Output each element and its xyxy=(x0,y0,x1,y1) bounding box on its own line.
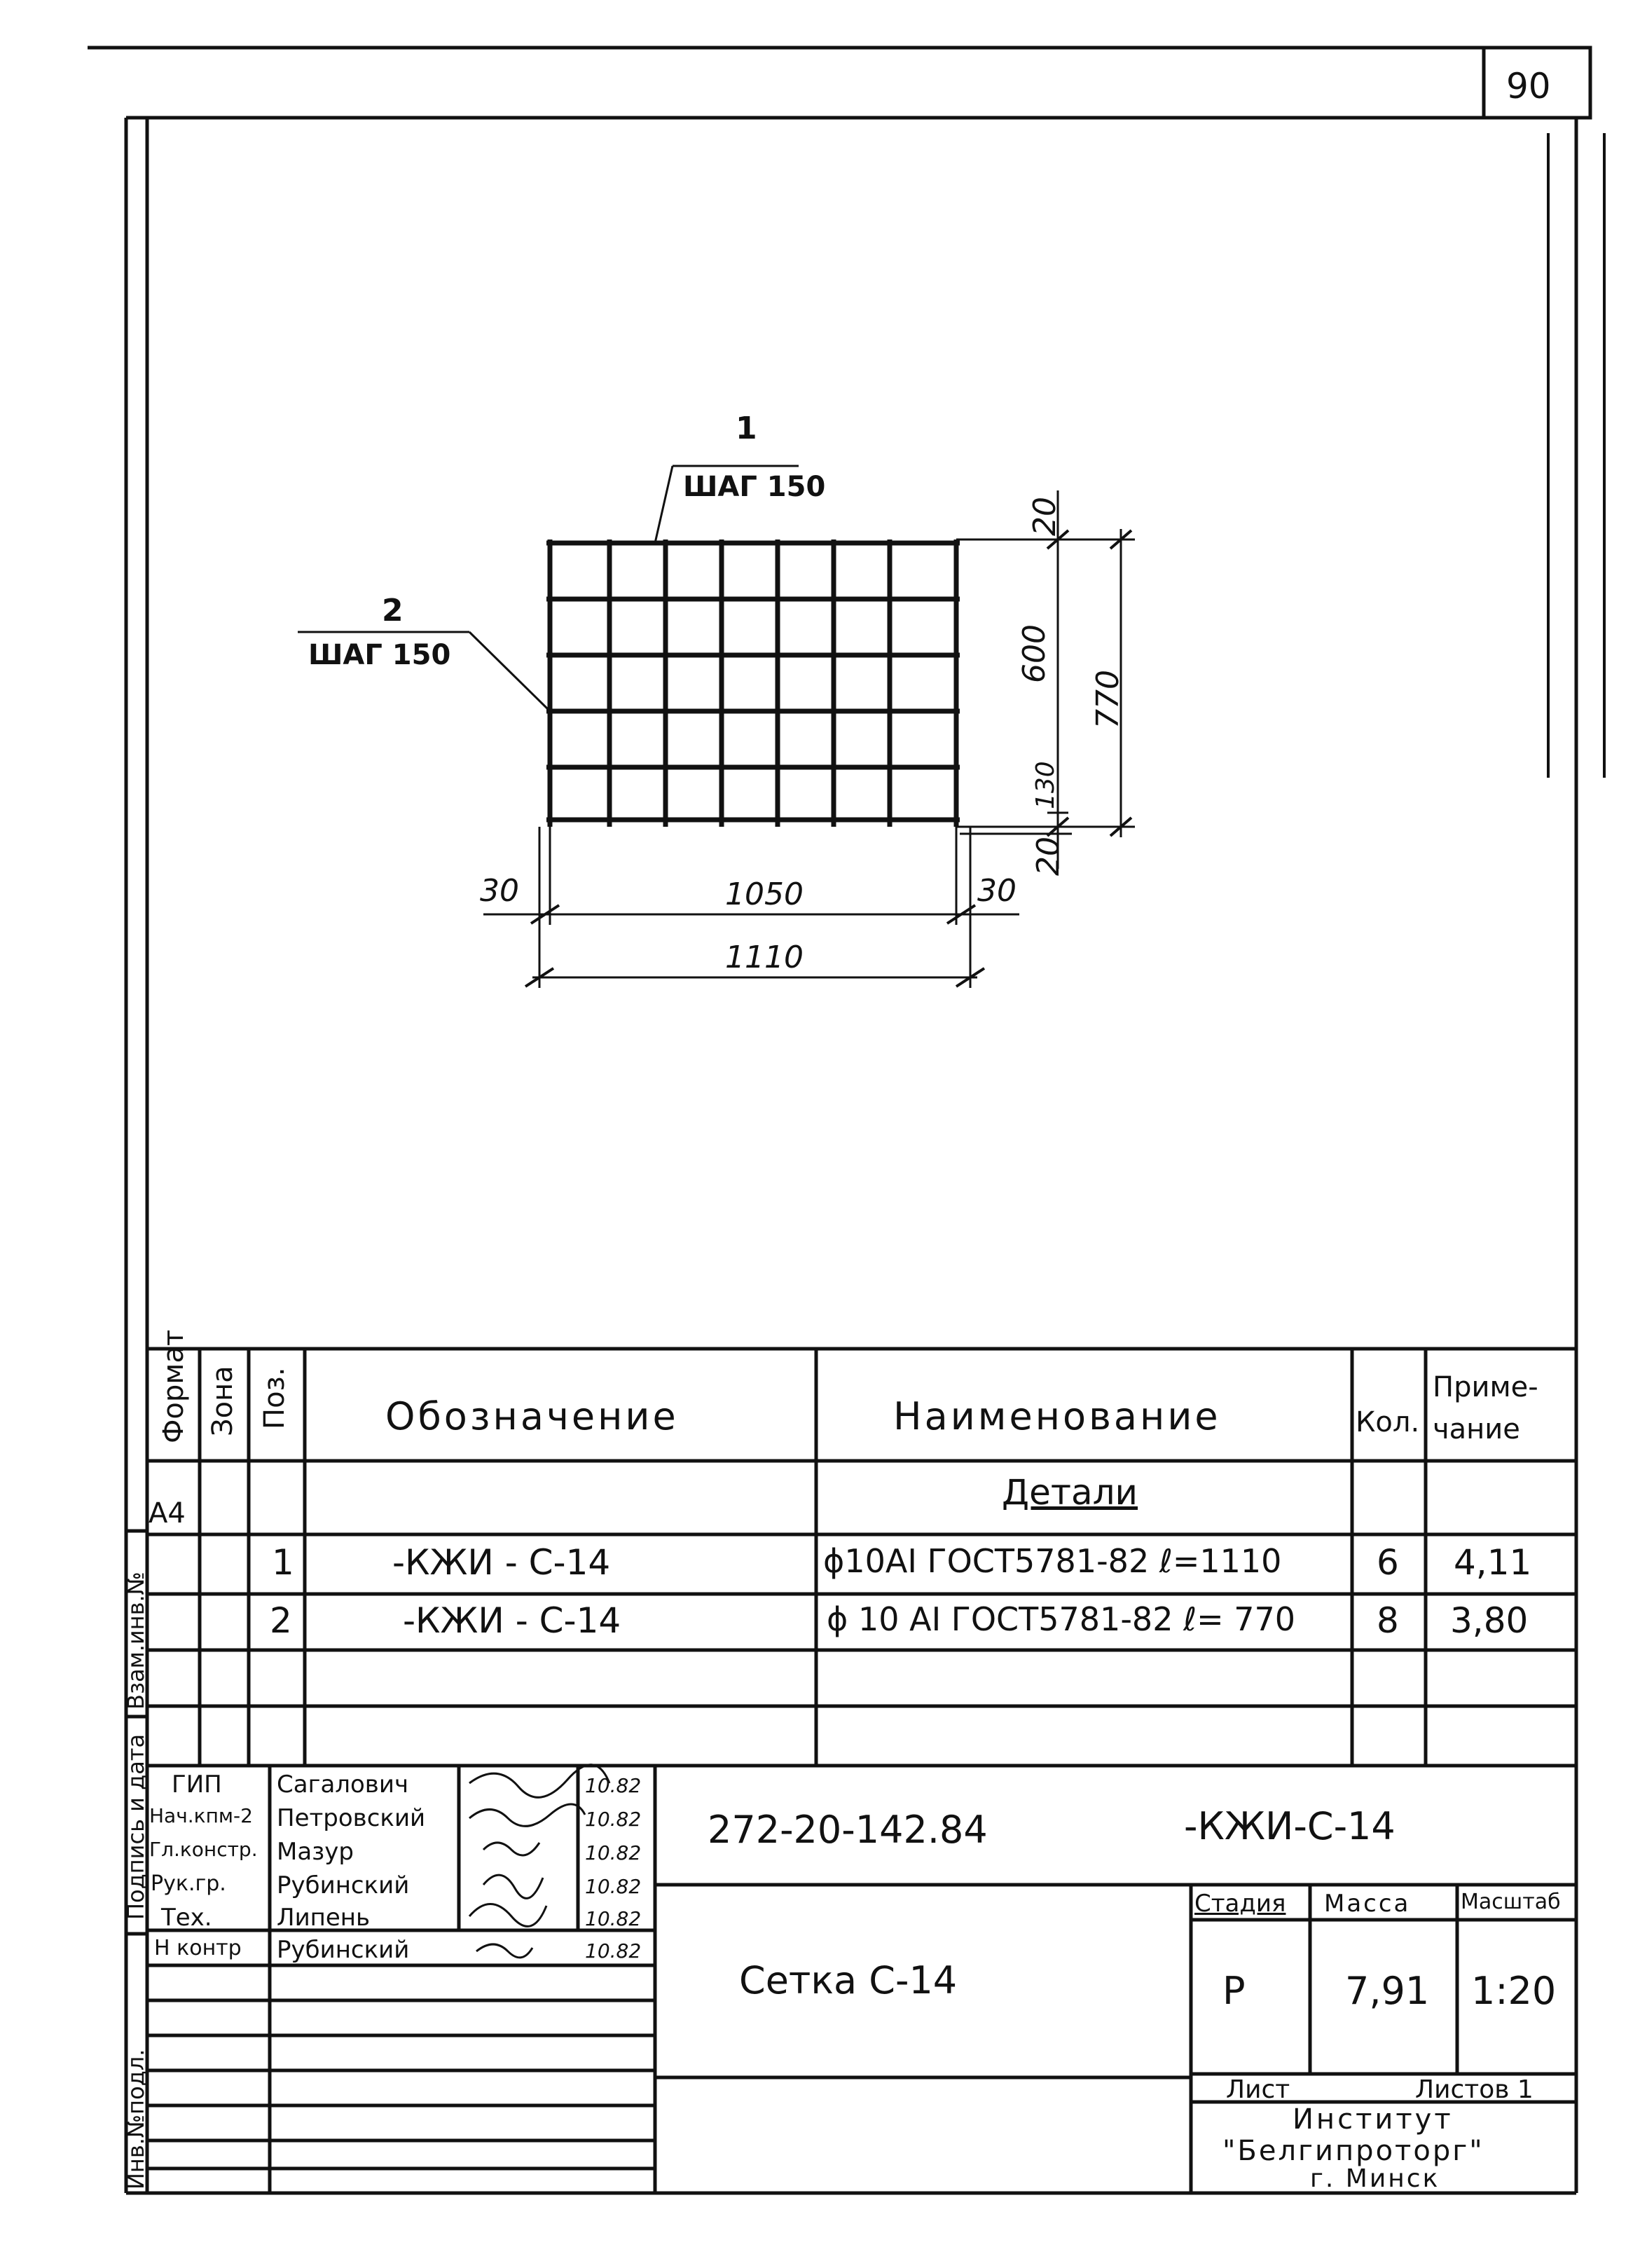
row1-name: ϕ10АI ГОСТ5781-82 ℓ=1110 xyxy=(823,1542,1282,1580)
org-line2: "Белгипроторг" xyxy=(1222,2135,1484,2167)
side-label-inv: Инв.№подл. xyxy=(123,2049,149,2190)
date-2: 10.82 xyxy=(585,1841,642,1864)
name-5: Рубинский xyxy=(277,1936,410,1964)
mass-label: Масса xyxy=(1324,1890,1411,1918)
org-line1: Институт xyxy=(1293,2103,1454,2136)
name-2: Мазур xyxy=(277,1838,354,1866)
row1-pos: 1 xyxy=(272,1542,294,1583)
role-1: Нач.кпм-2 xyxy=(149,1804,253,1827)
header-note-line2: чание xyxy=(1433,1413,1520,1445)
side-label-podpis: Подпись и дата xyxy=(123,1733,149,1920)
name-3: Рубинский xyxy=(277,1871,410,1899)
bar2-step: ШАГ 150 xyxy=(308,639,451,671)
sheet-number: 90 xyxy=(1506,66,1551,106)
side-label-vzam: Взам.инв.№ xyxy=(123,1572,149,1710)
row2-designation: -КЖИ - С-14 xyxy=(403,1600,621,1641)
dim-bottom-gap: 130 xyxy=(1031,761,1060,809)
section-title: Детали xyxy=(1002,1472,1138,1513)
row2-note: 3,80 xyxy=(1450,1600,1529,1641)
item-title: Сетка С-14 xyxy=(739,1958,958,2002)
dim-total-width: 1110 xyxy=(725,940,804,975)
dim-bottom: 20 xyxy=(1031,837,1066,876)
dimension-lines xyxy=(298,465,1135,988)
header-designation: Обозначение xyxy=(385,1394,679,1438)
role-0: ГИП xyxy=(172,1771,222,1799)
stage-label: Стадия xyxy=(1194,1890,1286,1918)
dim-left: 30 xyxy=(480,873,519,909)
doc-code: 272-20-142.84 xyxy=(708,1808,988,1852)
sheets-label: Листов 1 xyxy=(1415,2075,1534,2104)
scale-label: Масштаб xyxy=(1461,1890,1561,1914)
role-5: Н контр xyxy=(154,1936,242,1960)
doc-mark: -КЖИ-С-14 xyxy=(1184,1804,1396,1848)
role-3: Рук.гр. xyxy=(151,1871,226,1896)
format-value: А4 xyxy=(149,1497,186,1530)
role-2: Гл.констр. xyxy=(149,1838,258,1861)
date-4: 10.82 xyxy=(585,1907,642,1930)
org-line3: г. Минск xyxy=(1310,2164,1440,2193)
signature-marks xyxy=(468,1764,611,1959)
bar1-position: 1 xyxy=(736,411,757,446)
dimension-ticks xyxy=(524,529,1133,988)
role-4: Тех. xyxy=(161,1904,212,1932)
dim-top: 20 xyxy=(1027,497,1063,536)
date-0: 10.82 xyxy=(585,1774,642,1797)
dim-total-height: 770 xyxy=(1090,670,1126,729)
header-qty: Кол. xyxy=(1356,1406,1420,1438)
name-0: Сагалович xyxy=(277,1771,409,1799)
row2-qty: 8 xyxy=(1377,1600,1399,1641)
row1-qty: 6 xyxy=(1377,1542,1399,1583)
header-pos: Поз. xyxy=(259,1367,291,1429)
bar1-step: ШАГ 150 xyxy=(683,471,826,503)
mesh-bars xyxy=(546,539,960,827)
bar2-position: 2 xyxy=(382,593,404,628)
stage-value: Р xyxy=(1222,1969,1246,2013)
row1-designation: -КЖИ - С-14 xyxy=(392,1542,611,1583)
date-3: 10.82 xyxy=(585,1875,642,1898)
header-note-line1: Приме- xyxy=(1433,1371,1538,1403)
header-format: Формат xyxy=(158,1329,190,1443)
name-1: Петровский xyxy=(277,1804,426,1832)
sheet-label: Лист xyxy=(1226,2075,1290,2104)
header-zone: Зона xyxy=(207,1366,239,1436)
date-1: 10.82 xyxy=(585,1808,642,1831)
dim-inner-height: 600 xyxy=(1017,624,1052,683)
date-5: 10.82 xyxy=(585,1939,642,1963)
row2-pos: 2 xyxy=(270,1600,292,1641)
name-4: Липень xyxy=(277,1904,371,1932)
dim-right: 30 xyxy=(977,873,1017,909)
row1-note: 4,11 xyxy=(1454,1542,1532,1583)
row2-name: ϕ 10 АI ГОСТ5781-82 ℓ= 770 xyxy=(827,1600,1296,1638)
dim-inner-width: 1050 xyxy=(725,877,804,912)
header-name: Наименование xyxy=(893,1394,1221,1438)
mass-value: 7,91 xyxy=(1345,1969,1430,2013)
scale-value: 1:20 xyxy=(1471,1969,1557,2013)
